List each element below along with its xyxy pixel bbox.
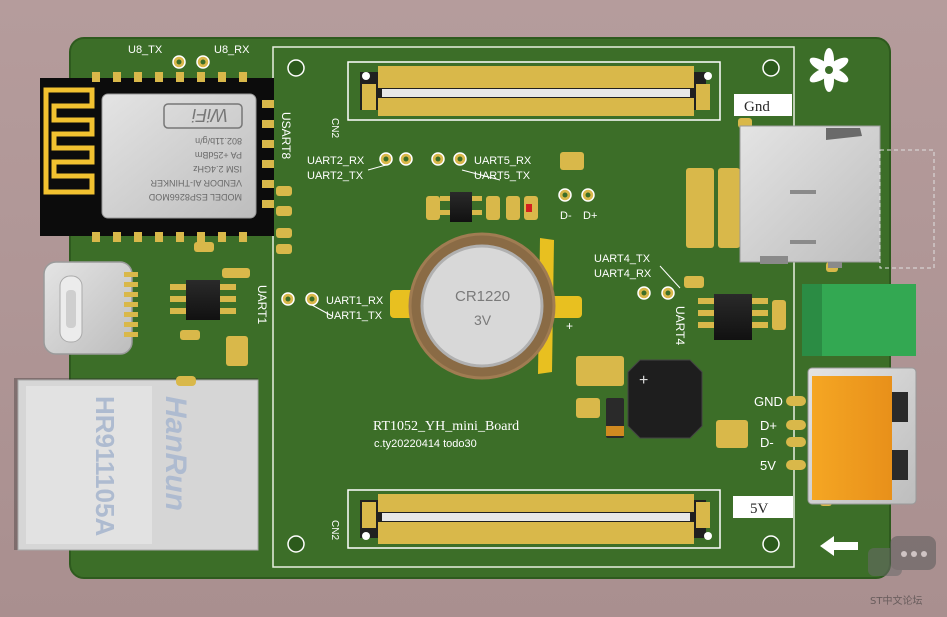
five-v-label-box: 5V [733, 496, 793, 518]
d-plus-label: D+ [583, 210, 597, 222]
usb-dm-label: D- [760, 435, 774, 450]
wifi-ism: ISM 2.4GHz [192, 164, 242, 174]
u8-rx-label: U8_RX [214, 44, 250, 56]
ethernet-part: HR911105A [90, 396, 120, 536]
battery-voltage: 3V [474, 312, 492, 328]
passives-cluster [180, 118, 838, 506]
mounting-hole [287, 59, 305, 77]
ic-uart4 [698, 294, 768, 340]
buzzer-plus: + [639, 372, 648, 389]
arrow-left-icon [820, 536, 858, 556]
uart1-rx-label: UART1_RX [326, 295, 384, 307]
mounting-hole [762, 59, 780, 77]
silk-outline [272, 46, 795, 568]
wifi-module: MODEL ESP8266MOD VENDOR AI-THINKER ISM 2… [40, 72, 274, 242]
ic-small [440, 192, 482, 222]
led-red [526, 204, 532, 212]
uart5-rx-label: UART5_RX [474, 155, 532, 167]
board-credit: c.ty20220414 todo30 [374, 438, 477, 450]
usb-gnd-label: GND [754, 394, 783, 409]
uart1-tx-label: UART1_TX [326, 310, 383, 322]
antenna-trace [43, 87, 95, 195]
usart8-label: USART8 [279, 112, 293, 159]
mounting-hole [287, 535, 305, 553]
wifi-badge: WiFi [191, 105, 228, 125]
u8-tx-label: U8_TX [128, 44, 163, 56]
watermark-text: ST中文论坛 [870, 594, 922, 607]
green-terminal [802, 284, 916, 356]
battery-model: CR1220 [455, 288, 510, 305]
mounting-hole [762, 535, 780, 553]
wifi-standard: 802.11b/g/n [195, 136, 242, 146]
gnd-label-box: Gnd [734, 94, 792, 116]
usb-dp-label: D+ [760, 418, 777, 433]
uart4-tx-label: UART4_TX [594, 253, 651, 265]
board-name: RT1052_YH_mini_Board [373, 419, 519, 434]
fpc-pins-top [378, 66, 694, 116]
usb-c-connector [43, 261, 138, 355]
battery-plus: + [566, 319, 573, 333]
cn2-top-label: CN2 [329, 118, 340, 138]
uart2-tx-label: UART2_TX [307, 170, 364, 182]
fpc-connector-top: CN2 [329, 61, 721, 138]
mounting-holes [287, 59, 780, 553]
flower-logo [809, 48, 849, 92]
wifi-model: MODEL ESP8266MOD [148, 192, 242, 202]
uart4-rx-label: UART4_RX [594, 268, 652, 280]
gnd-box-text: Gnd [744, 99, 770, 115]
wifi-shield-can [101, 93, 257, 219]
cn2-bottom-label: CN2 [329, 520, 340, 540]
uart2-rx-label: UART2_RX [307, 155, 365, 167]
d-minus-label: D- [560, 210, 572, 222]
uart1-vertical-label: UART1 [255, 285, 269, 324]
buzzer: + [627, 359, 703, 439]
uart5-tx-label: UART5_TX [474, 170, 531, 182]
wifi-vendor: VENDOR AI-THINKER [150, 178, 242, 188]
ethernet-brand: HanRun [159, 396, 192, 511]
watermark: ST中文论坛 [868, 536, 936, 607]
leader-lines [311, 164, 681, 317]
coin-cell-holder: CR1220 3V + [390, 232, 582, 380]
fpc-connector-bottom: CN2 [329, 489, 721, 549]
five-v-box-text: 5V [750, 501, 769, 517]
fpc-pins-bottom [378, 494, 694, 544]
wifi-pa: PA +25dBm [195, 150, 242, 160]
ic-ch340 [170, 280, 236, 320]
usb-a-connector [807, 367, 917, 505]
u8-testpoints: U8_TX U8_RX [128, 44, 250, 69]
usb-pin-labels: GND D+ D- 5V [754, 394, 806, 473]
sd-card-slot [739, 125, 935, 269]
ethernet-jack: HanRun HR911105A [14, 376, 259, 551]
uart4-vertical-label: UART4 [673, 306, 687, 345]
usb-5v-label: 5V [760, 458, 776, 473]
passives-left [276, 186, 292, 254]
